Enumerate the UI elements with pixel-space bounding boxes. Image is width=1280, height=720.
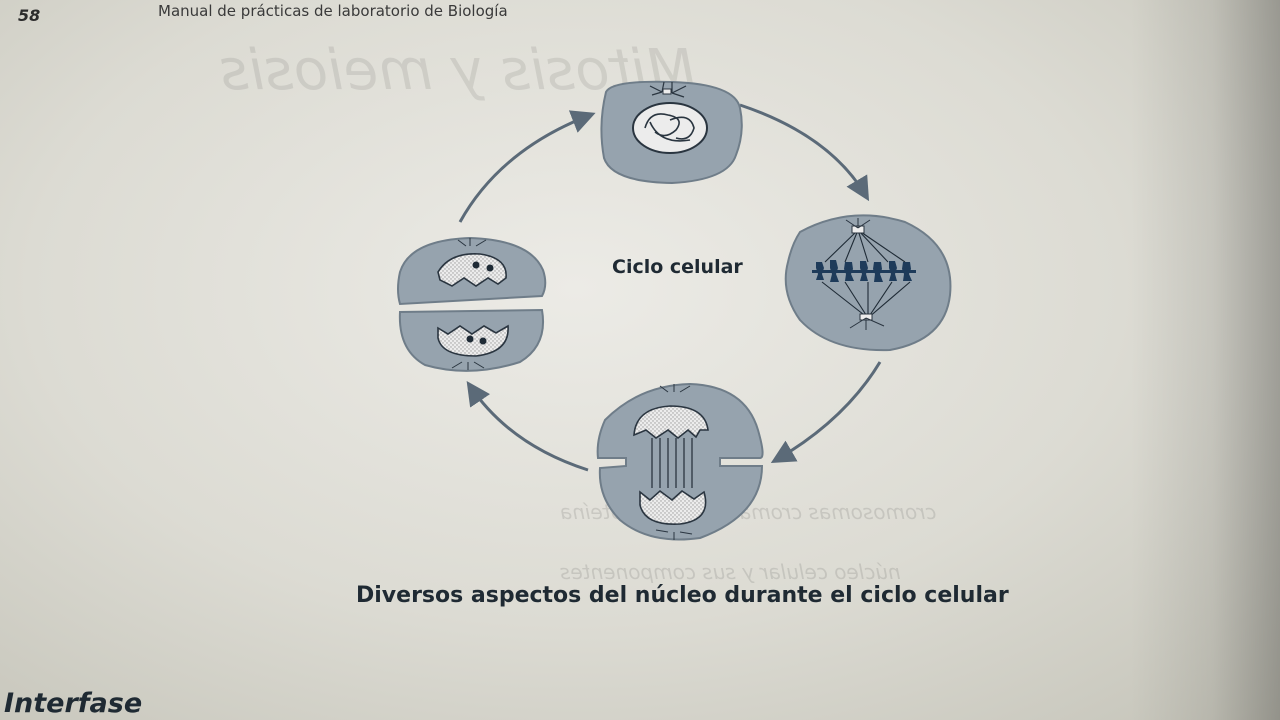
- cycle-arrow: [739, 103, 870, 202]
- running-header: Manual de prácticas de laboratorio de Bi…: [158, 2, 508, 20]
- diagram-center-label: Ciclo celular: [612, 256, 743, 278]
- anaphase-cell: [596, 382, 764, 541]
- page-number: 58: [18, 6, 41, 25]
- cycle-arrow: [466, 381, 589, 472]
- interphase-cell: [600, 80, 743, 185]
- cycle-arrow: [458, 110, 596, 223]
- cycle-arrow: [770, 361, 882, 464]
- metaphase-cell: [784, 214, 952, 352]
- section-heading: Interfase: [4, 688, 143, 719]
- figure-caption: Diversos aspectos del núcleo durante el …: [356, 583, 1009, 608]
- page-fold-shadow: [1130, 0, 1280, 720]
- telophase-cell: [397, 236, 547, 372]
